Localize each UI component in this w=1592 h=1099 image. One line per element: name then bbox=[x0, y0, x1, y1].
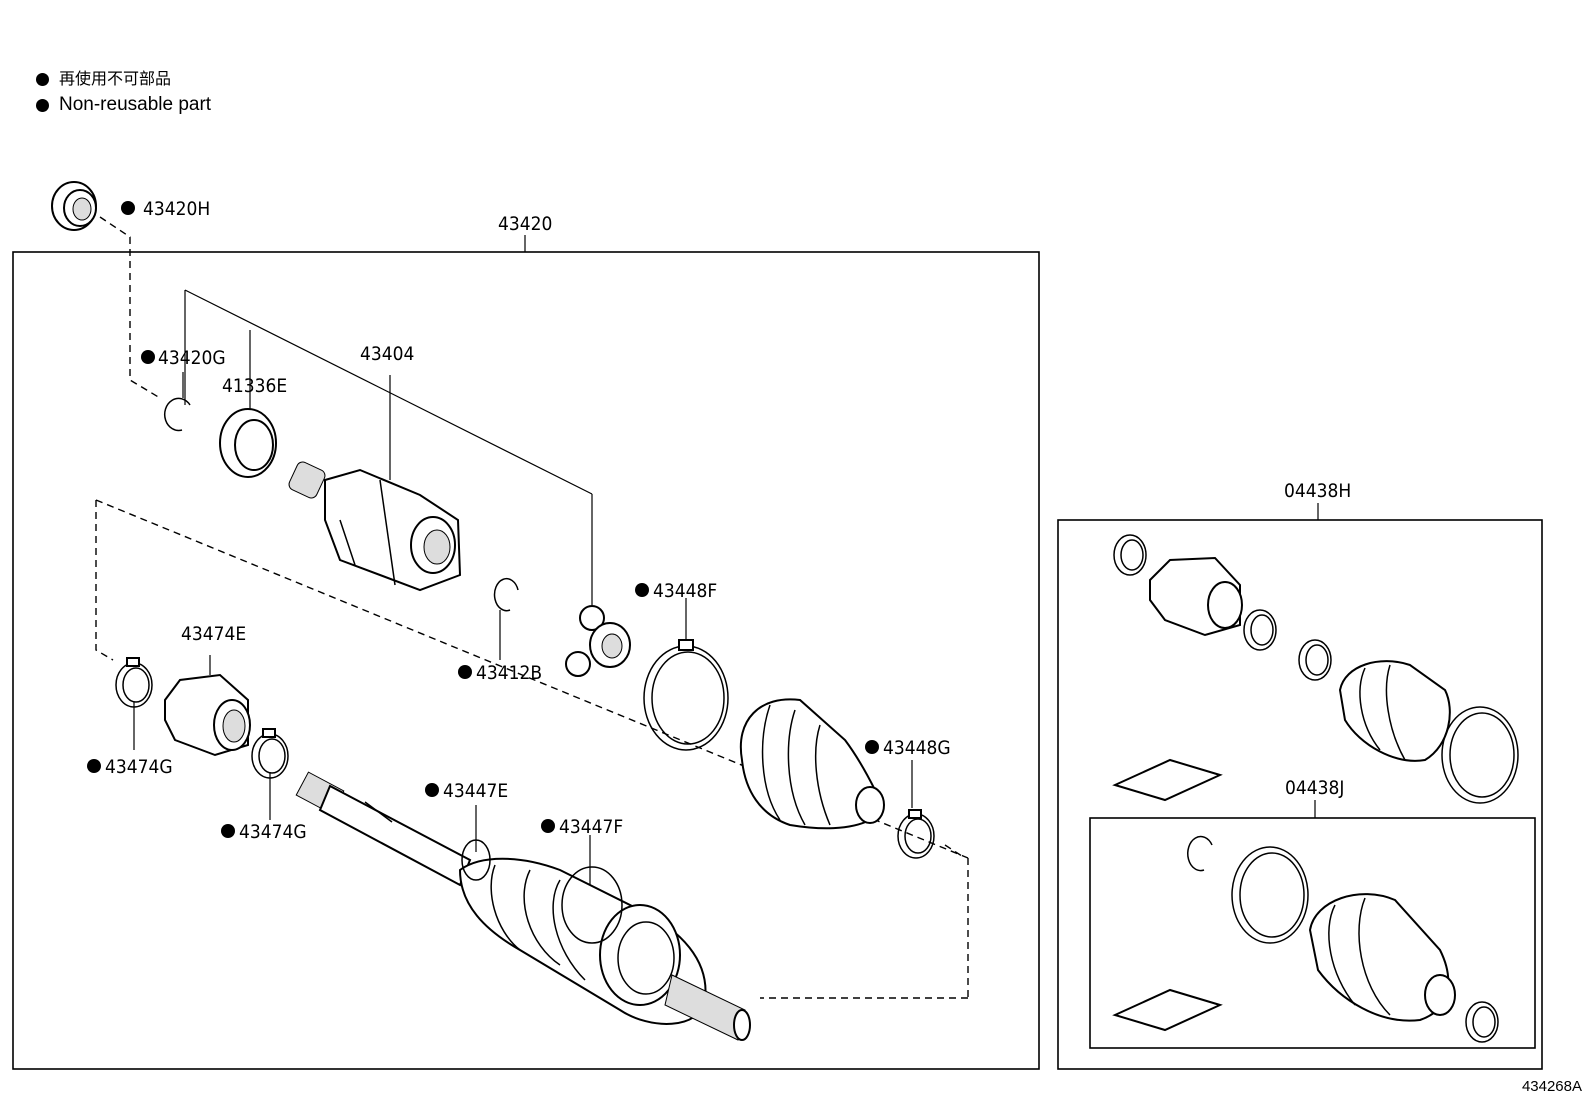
label-43474G-right: 43474G bbox=[239, 821, 307, 843]
non-reusable-dot-icon bbox=[87, 759, 101, 773]
label-43447F: 43447F bbox=[559, 816, 623, 838]
label-43420: 43420 bbox=[498, 213, 552, 235]
label-41336E: 41336E bbox=[222, 375, 287, 397]
label-43447E: 43447E bbox=[443, 780, 508, 802]
bullet-dot-icon bbox=[36, 72, 49, 86]
label-43448F: 43448F bbox=[653, 580, 717, 602]
part-43420G-snap-ring bbox=[163, 397, 191, 432]
non-reusable-dot-icon bbox=[221, 824, 235, 838]
part-43404-joint-housing bbox=[288, 461, 462, 592]
assembly-box-43420 bbox=[12, 251, 1040, 1070]
non-reusable-dot-icon bbox=[141, 350, 155, 364]
legend-row-en: Non-reusable part bbox=[36, 92, 211, 118]
part-drive-shaft bbox=[295, 771, 472, 887]
legend-row-jp: 再使用不可部品 bbox=[36, 66, 211, 92]
non-reusable-dot-icon bbox=[425, 783, 439, 797]
kit-04438J-parts bbox=[1112, 835, 1499, 1043]
label-43404: 43404 bbox=[360, 343, 414, 365]
label-43448G: 43448G bbox=[883, 737, 951, 759]
non-reusable-dot-icon bbox=[458, 665, 472, 679]
part-43412B-snap-ring bbox=[493, 577, 519, 612]
label-04438H: 04438H bbox=[1284, 480, 1351, 502]
part-outboard-joint bbox=[458, 839, 751, 1041]
label-43420H: 43420H bbox=[143, 198, 210, 220]
legend-jp-text: 再使用不可部品 bbox=[59, 69, 172, 88]
non-reusable-dot-icon bbox=[635, 583, 649, 597]
legend: 再使用不可部品 Non-reusable part bbox=[36, 66, 211, 118]
label-43412B: 43412B bbox=[476, 662, 542, 684]
figure-code: 434268A bbox=[1521, 1078, 1582, 1095]
part-inboard-boot bbox=[739, 698, 885, 830]
part-43474G-band-left bbox=[115, 657, 153, 708]
label-43474E: 43474E bbox=[181, 623, 246, 645]
part-43474E-damper bbox=[164, 673, 251, 757]
part-tripod bbox=[565, 605, 631, 677]
part-43420H-seal bbox=[51, 181, 97, 231]
label-43420G: 43420G bbox=[158, 347, 226, 369]
kit-04438H-parts bbox=[1112, 534, 1519, 804]
non-reusable-dot-icon bbox=[541, 819, 555, 833]
legend-en-text: Non-reusable part bbox=[59, 94, 212, 115]
assembly-box-04438J bbox=[1089, 817, 1536, 1049]
part-43448F-band bbox=[643, 639, 729, 751]
part-41336E-ring bbox=[219, 408, 277, 478]
assembly-box-04438H bbox=[1057, 519, 1543, 1070]
bullet-dot-icon bbox=[36, 98, 49, 112]
non-reusable-dot-icon bbox=[121, 201, 135, 215]
label-43474G-left: 43474G bbox=[105, 756, 173, 778]
part-43474G-band-right bbox=[251, 728, 289, 779]
non-reusable-dot-icon bbox=[865, 740, 879, 754]
label-04438J: 04438J bbox=[1285, 777, 1344, 799]
part-43448G-band bbox=[897, 809, 935, 859]
